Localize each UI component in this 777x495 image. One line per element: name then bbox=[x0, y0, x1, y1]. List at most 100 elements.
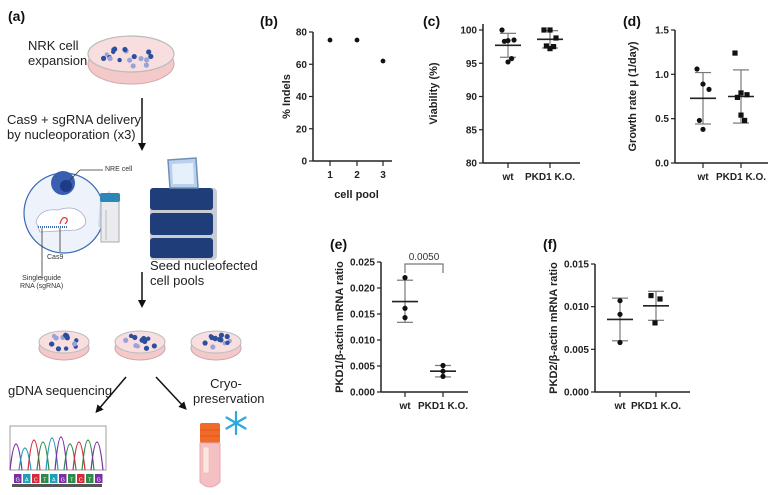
x-tick-label: 3 bbox=[380, 170, 386, 181]
data-point bbox=[696, 117, 703, 124]
cuvette bbox=[100, 193, 120, 243]
cell bbox=[135, 344, 140, 349]
cell bbox=[148, 53, 154, 60]
data-point bbox=[402, 305, 408, 311]
base-box bbox=[41, 474, 49, 483]
data-point bbox=[700, 81, 706, 87]
chromatogram-peak bbox=[63, 443, 77, 471]
data-point bbox=[617, 339, 623, 346]
cell bbox=[63, 346, 69, 351]
cell bbox=[107, 55, 113, 62]
data-point bbox=[700, 126, 706, 132]
base-letter: T bbox=[43, 478, 47, 484]
chromatogram-peak bbox=[72, 441, 86, 471]
y-axis-label: PKD1/β-actin mRNA ratio bbox=[334, 261, 346, 393]
base-box bbox=[59, 474, 67, 483]
y-tick-label: 0.005 bbox=[350, 362, 375, 373]
data-point bbox=[354, 37, 360, 43]
cell bbox=[224, 333, 230, 340]
panel-label-b: (b) bbox=[260, 13, 278, 29]
data-point bbox=[505, 59, 511, 65]
p-value-label: 0.0050 bbox=[409, 252, 440, 263]
base-box bbox=[23, 474, 31, 483]
y-tick-label: 95 bbox=[466, 59, 478, 70]
gdna-sequencing-text: gDNA sequencing bbox=[8, 383, 113, 398]
step-delivery-line2: by nucleoporation (x3) bbox=[7, 127, 136, 142]
x-tick-label: PKD1 K.O. bbox=[418, 401, 468, 412]
base-box bbox=[68, 474, 76, 483]
y-tick-label: 60 bbox=[296, 60, 308, 71]
panel-label-d: (d) bbox=[623, 13, 641, 29]
cell bbox=[146, 49, 152, 55]
data-point bbox=[738, 90, 744, 96]
cas9-label: Cas9 bbox=[47, 254, 64, 261]
base-letter: G bbox=[61, 478, 65, 484]
data-point bbox=[327, 37, 333, 43]
data-point bbox=[617, 298, 623, 304]
base-letter: A bbox=[25, 478, 29, 484]
cell bbox=[210, 344, 216, 350]
y-tick-label: 0.015 bbox=[350, 310, 375, 321]
data-point bbox=[648, 292, 654, 299]
y-tick-label: 0.010 bbox=[350, 336, 375, 347]
cell bbox=[225, 340, 230, 345]
step-expansion-line2: expansion bbox=[28, 53, 88, 68]
nucleofector-device bbox=[150, 157, 217, 260]
y-tick-label: 90 bbox=[466, 92, 478, 103]
data-point bbox=[652, 320, 658, 326]
y-tick-label: 85 bbox=[466, 125, 478, 136]
cell bbox=[142, 337, 148, 343]
sgrna-label-line2: RNA (sgRNA) bbox=[20, 283, 64, 290]
x-tick-label: wt bbox=[398, 401, 411, 412]
data-point bbox=[501, 38, 507, 44]
cell bbox=[218, 337, 224, 343]
cell bbox=[123, 337, 129, 343]
petri-dish-pool bbox=[190, 330, 242, 361]
data-point bbox=[380, 58, 386, 64]
step-seed-line2: cell pools bbox=[150, 273, 205, 288]
x-tick-label: 2 bbox=[354, 170, 360, 181]
data-point bbox=[617, 311, 623, 317]
cell bbox=[202, 340, 208, 346]
base-box bbox=[32, 474, 40, 483]
data-point bbox=[440, 362, 446, 369]
data-point bbox=[440, 368, 446, 374]
nre-cell-label: NRE cell bbox=[105, 166, 133, 173]
cell bbox=[71, 341, 78, 347]
data-point bbox=[402, 275, 408, 281]
data-point bbox=[543, 43, 549, 49]
cell bbox=[63, 332, 69, 338]
petri-dish-pool bbox=[38, 330, 90, 361]
y-tick-label: 0.5 bbox=[655, 114, 669, 125]
base-letter: A bbox=[52, 478, 56, 484]
y-tick-label: 0.025 bbox=[350, 258, 375, 269]
data-point bbox=[547, 46, 553, 52]
base-box bbox=[95, 474, 103, 483]
panel-label-c: (c) bbox=[423, 13, 441, 29]
cell bbox=[122, 46, 128, 53]
cell bbox=[128, 333, 134, 339]
base-box bbox=[50, 474, 58, 483]
y-tick-label: 40 bbox=[296, 92, 308, 103]
step-delivery-line1: Cas9 + sgRNA delivery bbox=[7, 112, 142, 127]
data-point bbox=[547, 27, 553, 33]
data-point bbox=[694, 66, 700, 72]
y-tick-label: 100 bbox=[460, 26, 477, 37]
cryo-line1: Cryo- bbox=[210, 376, 242, 391]
data-point bbox=[553, 35, 559, 41]
y-tick-label: 1.5 bbox=[655, 26, 669, 37]
step-expansion-line1: NRK cell bbox=[28, 38, 79, 53]
data-point bbox=[541, 27, 547, 33]
cell bbox=[218, 332, 225, 338]
sgrna-label: Single-guide RNA (sgRNA) bbox=[20, 275, 63, 291]
data-point bbox=[657, 296, 663, 302]
base-box bbox=[86, 474, 94, 483]
cryopreservation-text: Cryo- preservation bbox=[193, 376, 265, 406]
